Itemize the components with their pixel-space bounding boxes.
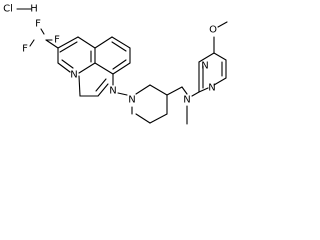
bond-pyr-5	[213, 77, 227, 86]
bond-ring-a5	[57, 62, 71, 73]
bond-ring-b9	[78, 75, 81, 97]
bond-ring-b4-dbl	[112, 59, 127, 70]
bond-o-methyl	[217, 21, 228, 28]
naphthyridine-nitrogen-top: N	[70, 70, 77, 81]
bond-ring-b6	[94, 62, 114, 75]
fluorine-label-1: F	[22, 44, 28, 55]
bond-ring-a1	[57, 36, 79, 49]
amine-nitrogen: N	[183, 95, 190, 106]
bond-cf3-ring	[45, 39, 59, 49]
bond-ring-b1	[94, 36, 113, 49]
bond-pyr-6	[198, 87, 209, 93]
bond-ring-a5-dbl	[61, 59, 74, 69]
bond-ring-piperidine	[117, 92, 128, 96]
pyrimidine-nitrogen-a: N	[208, 83, 215, 94]
bond-n-pyrimidine	[191, 91, 200, 97]
bond-ring-a4	[78, 62, 96, 74]
bond-ch2-2	[181, 86, 188, 95]
bond-ring-b4	[112, 62, 131, 75]
fluorine-label-3: F	[54, 35, 60, 46]
methoxy-oxygen: O	[209, 25, 217, 36]
bond-pyr-3	[213, 52, 227, 61]
bond-pyr-2	[198, 52, 215, 63]
chlorine-label: Cl	[3, 4, 13, 15]
bond-ring-b2-dbl	[111, 41, 127, 52]
bond-pip-5	[135, 113, 151, 124]
bond-ring-a2	[77, 36, 96, 49]
naphthyridine-nitrogen-bottom: N	[109, 86, 116, 97]
bond-pip-2	[149, 84, 168, 96]
bond-ch2-1	[166, 86, 183, 96]
pyrimidine-nitrogen-b: N	[201, 61, 208, 72]
molecule-structure-diagram: Cl H F F F N N N N N N	[2, 3, 228, 125]
piperidine-nitrogen: N	[128, 95, 135, 106]
bond-ring-b7	[97, 83, 109, 97]
bond-pip-1	[135, 84, 151, 95]
bond-pip-4	[149, 113, 168, 124]
hydrogen-label: H	[30, 4, 38, 15]
fluorine-label-2: F	[35, 19, 41, 30]
bond-ring-a1-dbl	[59, 41, 78, 53]
bond-ring-b2	[111, 36, 131, 49]
bond-c-cf3-f2	[40, 28, 45, 35]
bond-c-cf3-f1	[29, 39, 35, 47]
bond-ring-b7-dbl	[95, 78, 107, 92]
